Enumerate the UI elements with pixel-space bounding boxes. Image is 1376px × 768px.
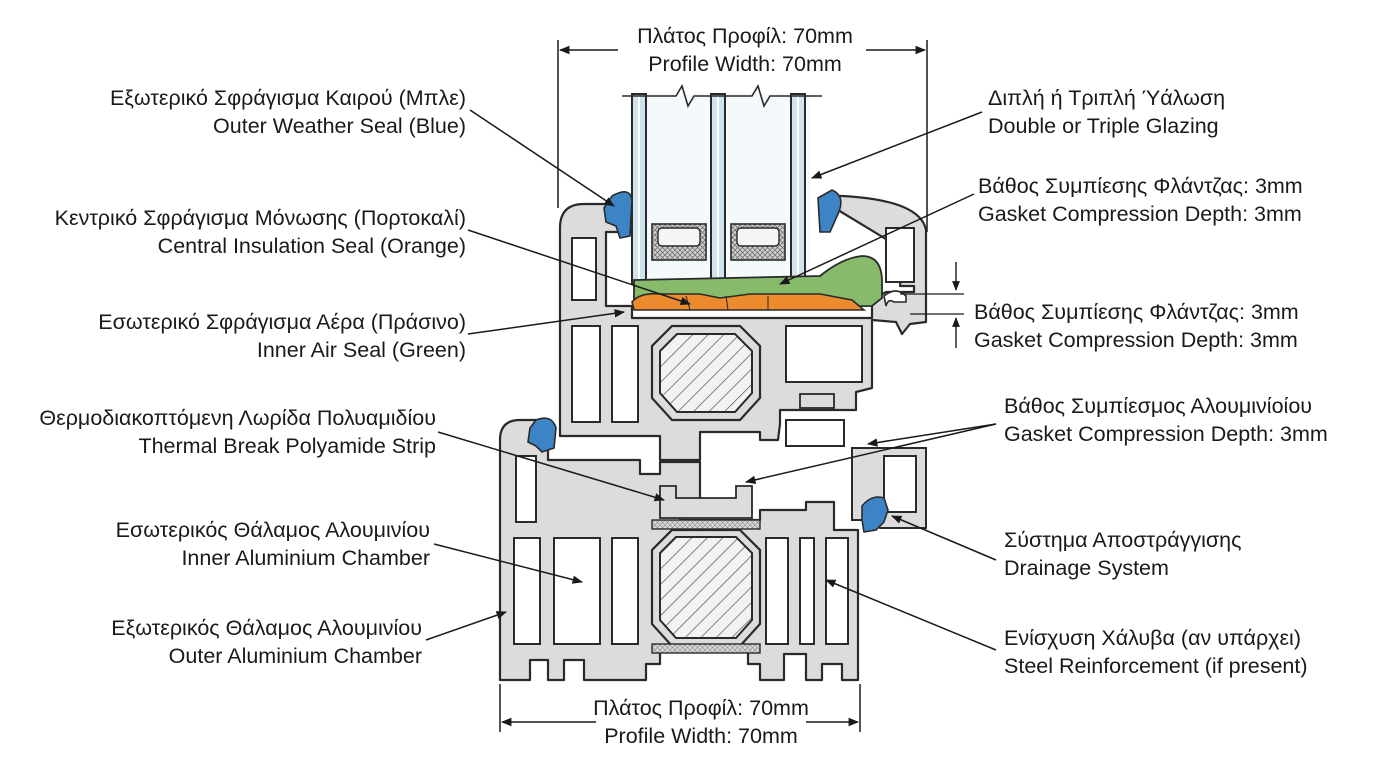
leader-central-insulation-seal xyxy=(467,229,691,305)
label-drainage-english: Drainage System xyxy=(1004,556,1169,580)
dimension-bottom-label: Πλάτος Προφίλ: 70mm Profile Width: 70mm xyxy=(536,694,866,750)
leader-thermal-break xyxy=(437,431,666,502)
dimension-bottom-english: Profile Width: 70mm xyxy=(604,724,798,748)
leader-outer-weather-seal xyxy=(469,109,615,207)
label-outer-chamber-english: Outer Aluminium Chamber xyxy=(168,644,422,668)
dimension-top-label: Πλάτος Προφίλ: 70mm Profile Width: 70mm xyxy=(580,22,910,78)
label-glazing-english: Double or Triple Glazing xyxy=(988,114,1219,138)
label-steel: Ενίσχυση Χάλυβα (αν υπάρχει) Steel Reinf… xyxy=(1004,624,1354,680)
frame-profile xyxy=(498,418,927,682)
leader-steel xyxy=(825,579,997,651)
leader-inner-air-seal xyxy=(467,309,626,335)
label-central-insulation-seal-english: Central Insulation Seal (Orange) xyxy=(157,234,466,258)
label-steel-english: Steel Reinforcement (if present) xyxy=(1004,654,1308,678)
leader-outer-chamber xyxy=(425,611,507,641)
label-glazing: Διπλή ή Τριπλή Ύάλωση Double or Triple G… xyxy=(988,84,1358,140)
label-outer-weather-seal: Εξωτερικό Σφράγισμα Καιρού (Μπλε) Outer … xyxy=(40,84,466,140)
dimension-top-greek: Πλάτος Προφίλ: 70mm xyxy=(637,24,853,48)
label-gasket-3: Βάθος Συμπίεσμος Αλουμινίοίου Gasket Com… xyxy=(1004,392,1364,448)
label-glazing-greek: Διπλή ή Τριπλή Ύάλωση xyxy=(988,86,1226,110)
label-gasket-3-english: Gasket Compression Depth: 3mm xyxy=(1004,422,1328,446)
label-inner-air-seal-english: Inner Air Seal (Green) xyxy=(256,338,466,362)
label-gasket-1-english: Gasket Compression Depth: 3mm xyxy=(978,202,1302,226)
label-gasket-1: Βάθος Συμπίεσης Φλάντζας: 3mm Gasket Com… xyxy=(978,172,1358,228)
glazing-unit xyxy=(622,84,822,285)
label-central-insulation-seal-greek: Κεντρικό Σφράγισμα Μόνωσης (Πορτοκαλί) xyxy=(54,206,466,230)
label-central-insulation-seal: Κεντρικό Σφράγισμα Μόνωσης (Πορτοκαλί) C… xyxy=(20,204,466,260)
label-inner-chamber-greek: Εσωτερικός Θάλαμος Αλουμινίου xyxy=(115,518,430,542)
label-inner-chamber-english: Inner Aluminium Chamber xyxy=(181,546,430,570)
dimension-bottom-greek: Πλάτος Προφίλ: 70mm xyxy=(593,696,809,720)
label-outer-chamber: Εξωτερικός Θάλαμος Αλουμινίου Outer Alum… xyxy=(10,614,422,670)
label-drainage: Σύστημα Αποστράγγισης Drainage System xyxy=(1004,526,1344,582)
label-inner-chamber: Εσωτερικός Θάλαμος Αλουμινίου Inner Alum… xyxy=(10,516,430,572)
label-steel-greek: Ενίσχυση Χάλυβα (αν υπάρχει) xyxy=(1004,626,1301,650)
label-gasket-2: Βάθος Συμπίεσης Φλάντζας: 3mm Gasket Com… xyxy=(974,298,1358,354)
leader-lines xyxy=(425,109,997,651)
label-thermal-break-english: Thermal Break Polyamide Strip xyxy=(138,434,436,458)
label-gasket-1-greek: Βάθος Συμπίεσης Φλάντζας: 3mm xyxy=(978,174,1303,198)
label-drainage-greek: Σύστημα Αποστράγγισης xyxy=(1004,528,1242,552)
label-gasket-2-english: Gasket Compression Depth: 3mm xyxy=(974,328,1298,352)
dimension-bottom xyxy=(499,684,861,732)
label-thermal-break-greek: Θερμοδιακοπτόμενη Λωρίδα Πολυαμιδίου xyxy=(39,406,436,430)
label-inner-air-seal-greek: Εσωτερικό Σφράγισμα Αέρα (Πράσινο) xyxy=(98,310,466,334)
leader-gasket-1 xyxy=(779,193,975,285)
label-outer-weather-seal-greek: Εξωτερικό Σφράγισμα Καιρού (Μπλε) xyxy=(109,86,466,110)
sash-profile xyxy=(558,194,928,462)
leader-gasket-3a xyxy=(866,423,997,447)
compression-dimension xyxy=(900,262,964,348)
label-gasket-3-greek: Βάθος Συμπίεσμος Αλουμινίοίου xyxy=(1004,394,1313,418)
leader-glazing xyxy=(811,111,983,179)
leader-inner-chamber xyxy=(433,543,584,584)
label-gasket-2-greek: Βάθος Συμπίεσης Φλάντζας: 3mm xyxy=(974,300,1299,324)
label-outer-weather-seal-english: Outer Weather Seal (Blue) xyxy=(213,114,466,138)
dimension-top xyxy=(557,40,928,232)
dimension-top-english: Profile Width: 70mm xyxy=(648,52,842,76)
leader-drainage xyxy=(891,515,997,561)
label-outer-chamber-greek: Εξωτερικός Θάλαμος Αλουμινίου xyxy=(111,616,422,640)
leader-gasket-3b xyxy=(744,423,997,484)
label-inner-air-seal: Εσωτερικό Σφράγισμα Αέρα (Πράσινο) Inner… xyxy=(40,308,466,364)
label-thermal-break: Θερμοδιακοπτόμενη Λωρίδα Πολυαμιδίου The… xyxy=(10,404,436,460)
